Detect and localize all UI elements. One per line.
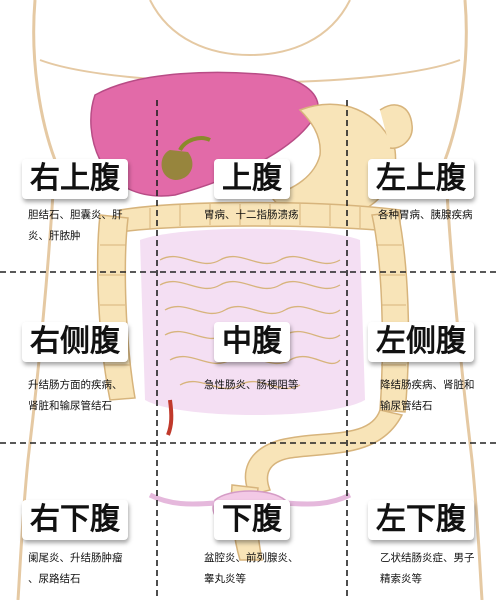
region-title-lower-left: 左下腹	[368, 500, 474, 540]
region-title-upper-right: 右上腹	[22, 159, 128, 199]
region-desc-mid-middle: 急性肠炎、肠梗阻等	[204, 375, 299, 396]
region-desc-mid-right: 升结肠方面的疾病、 肾脏和输尿管结石	[28, 375, 123, 417]
region-title-upper-left: 左上腹	[368, 159, 474, 199]
gallbladder	[161, 150, 193, 180]
region-desc-upper-middle: 胃病、十二指肠溃疡	[204, 205, 299, 226]
desc-line: 肾脏和输尿管结石	[28, 400, 112, 412]
desc-line: 睾丸炎等	[204, 573, 246, 585]
desc-line: 各种胃病、胰腺疾病	[378, 209, 473, 221]
sigmoid-colon	[244, 409, 404, 496]
desc-line: 升结肠方面的疾病、	[28, 379, 123, 391]
region-title-mid-middle: 中腹	[214, 322, 290, 362]
region-desc-lower-left: 乙状结肠炎症、男子 精索炎等	[380, 548, 475, 590]
region-title-mid-right: 右侧腹	[22, 322, 128, 362]
region-title-mid-left: 左侧腹	[368, 322, 474, 362]
appendix	[166, 399, 174, 436]
desc-line: 阑尾炎、升结肠肿瘤	[28, 552, 123, 564]
desc-line: 乙状结肠炎症、男子	[380, 552, 475, 564]
region-desc-upper-left: 各种胃病、胰腺疾病	[378, 205, 473, 226]
region-title-lower-right: 右下腹	[22, 500, 128, 540]
region-dividers	[0, 100, 500, 600]
region-desc-lower-right: 阑尾炎、升结肠肿瘤 、尿路结石	[28, 548, 123, 590]
region-desc-lower-middle: 盆腔炎、前列腺炎、 睾丸炎等	[204, 548, 299, 590]
desc-line: 盆腔炎、前列腺炎、	[204, 552, 299, 564]
desc-line: 急性肠炎、肠梗阻等	[204, 379, 299, 391]
desc-line: 输尿管结石	[380, 400, 433, 412]
desc-line: 、尿路结石	[28, 573, 81, 585]
desc-line: 炎、肝脓肿	[28, 230, 81, 242]
region-title-upper-middle: 上腹	[214, 159, 290, 199]
region-desc-upper-right: 胆结石、胆囊炎、肝 炎、肝脓肿	[28, 205, 123, 247]
chest-curve	[149, 0, 351, 57]
desc-line: 胃病、十二指肠溃疡	[204, 209, 299, 221]
region-desc-mid-left: 降结肠疾病、肾脏和 输尿管结石	[380, 375, 475, 417]
descending-colon	[371, 211, 410, 413]
desc-line: 胆结石、胆囊炎、肝	[28, 209, 123, 221]
small-intestine-area	[140, 228, 365, 415]
region-title-lower-middle: 下腹	[214, 500, 290, 540]
desc-line: 降结肠疾病、肾脏和	[380, 379, 475, 391]
desc-line: 精索炎等	[380, 573, 422, 585]
